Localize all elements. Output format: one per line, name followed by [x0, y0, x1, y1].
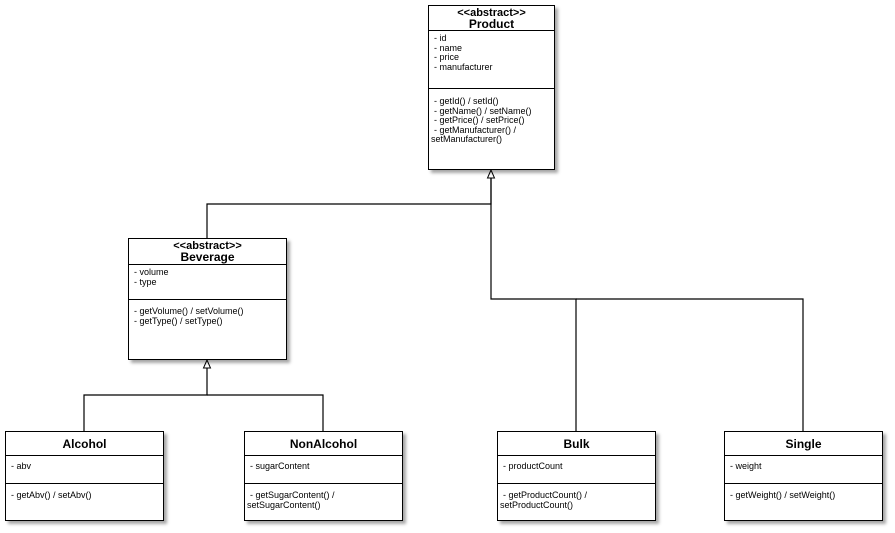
- class-header: Alcohol: [6, 432, 163, 456]
- connector-alcohol-beverage: [83, 368, 208, 431]
- method: - getId() / setId(): [434, 96, 499, 106]
- method: - getSugarContent() /: [250, 490, 335, 500]
- method: - getPrice() / setPrice(): [434, 115, 525, 125]
- connector-single-product: [576, 298, 804, 431]
- class-header: Single: [725, 432, 882, 456]
- class-attributes: - volume - type: [129, 265, 286, 300]
- attribute: - weight: [730, 461, 762, 471]
- class-attributes: - sugarContent: [245, 456, 402, 484]
- class-name: NonAlcohol: [289, 437, 358, 451]
- attribute: - name: [434, 42, 463, 53]
- class-methods: - getAbv() / setAbv(): [6, 484, 163, 501]
- attribute: - manufacturer: [434, 61, 493, 72]
- method: - getWeight() / setWeight(): [730, 490, 836, 500]
- attribute: - id: [434, 33, 447, 43]
- method: setProductCount(): [500, 499, 574, 510]
- class-name: Beverage: [180, 250, 235, 264]
- class-name: Single: [785, 437, 822, 451]
- class-nonalcohol[interactable]: NonAlcohol - sugarContent - getSugarCont…: [244, 431, 403, 521]
- attribute: - productCount: [503, 461, 563, 471]
- attribute: - price: [434, 52, 460, 62]
- class-attributes: - id - name - price - manufacturer: [429, 31, 554, 89]
- method: - getType() / setType(): [134, 315, 223, 326]
- class-stereotype: <<abstract>>: [457, 7, 526, 19]
- attribute: - type: [134, 276, 157, 287]
- method: - getManufacturer() /: [434, 124, 517, 135]
- method: setManufacturer(): [431, 134, 503, 144]
- connector-nonalcohol-beverage: [207, 394, 324, 431]
- class-methods: - getSugarContent() / setSugarContent(): [245, 484, 402, 510]
- class-methods: - getVolume() / setVolume() - getType() …: [129, 300, 286, 326]
- class-name: Alcohol: [62, 437, 107, 451]
- class-methods: - getId() / setId() - getName() / setNam…: [429, 89, 554, 145]
- class-bulk[interactable]: Bulk - productCount - getProductCount() …: [497, 431, 656, 521]
- class-attributes: - abv: [6, 456, 163, 484]
- class-header: Bulk: [498, 432, 655, 456]
- attribute: - abv: [11, 461, 32, 471]
- connector-bulk-product: [490, 178, 577, 431]
- class-header: <<abstract>> Product: [429, 6, 554, 31]
- attribute: - sugarContent: [250, 461, 310, 471]
- method: - getProductCount() /: [503, 490, 588, 500]
- class-alcohol[interactable]: Alcohol - abv - getAbv() / setAbv(): [5, 431, 164, 521]
- method: setSugarContent(): [247, 499, 321, 510]
- class-attributes: - weight: [725, 456, 882, 484]
- class-stereotype: <<abstract>>: [173, 240, 242, 252]
- inheritance-arrow-product: [486, 168, 496, 179]
- class-attributes: - productCount: [498, 456, 655, 484]
- class-methods: - getWeight() / setWeight(): [725, 484, 882, 501]
- class-single[interactable]: Single - weight - getWeight() / setWeigh…: [724, 431, 883, 521]
- class-name: Product: [468, 17, 515, 31]
- class-header: NonAlcohol: [245, 432, 402, 456]
- method: - getAbv() / setAbv(): [11, 490, 92, 500]
- connector-beverage-product: [206, 178, 492, 238]
- class-methods: - getProductCount() / setProductCount(): [498, 484, 655, 510]
- class-beverage[interactable]: <<abstract>> Beverage - volume - type - …: [128, 238, 287, 360]
- class-name: Bulk: [563, 437, 590, 451]
- method: - getName() / setName(): [434, 105, 532, 116]
- method: - getVolume() / setVolume(): [134, 306, 244, 316]
- inheritance-arrow-beverage: [202, 358, 212, 369]
- class-header: <<abstract>> Beverage: [129, 239, 286, 265]
- attribute: - volume: [134, 267, 169, 277]
- class-product[interactable]: <<abstract>> Product - id - name - price…: [428, 5, 555, 170]
